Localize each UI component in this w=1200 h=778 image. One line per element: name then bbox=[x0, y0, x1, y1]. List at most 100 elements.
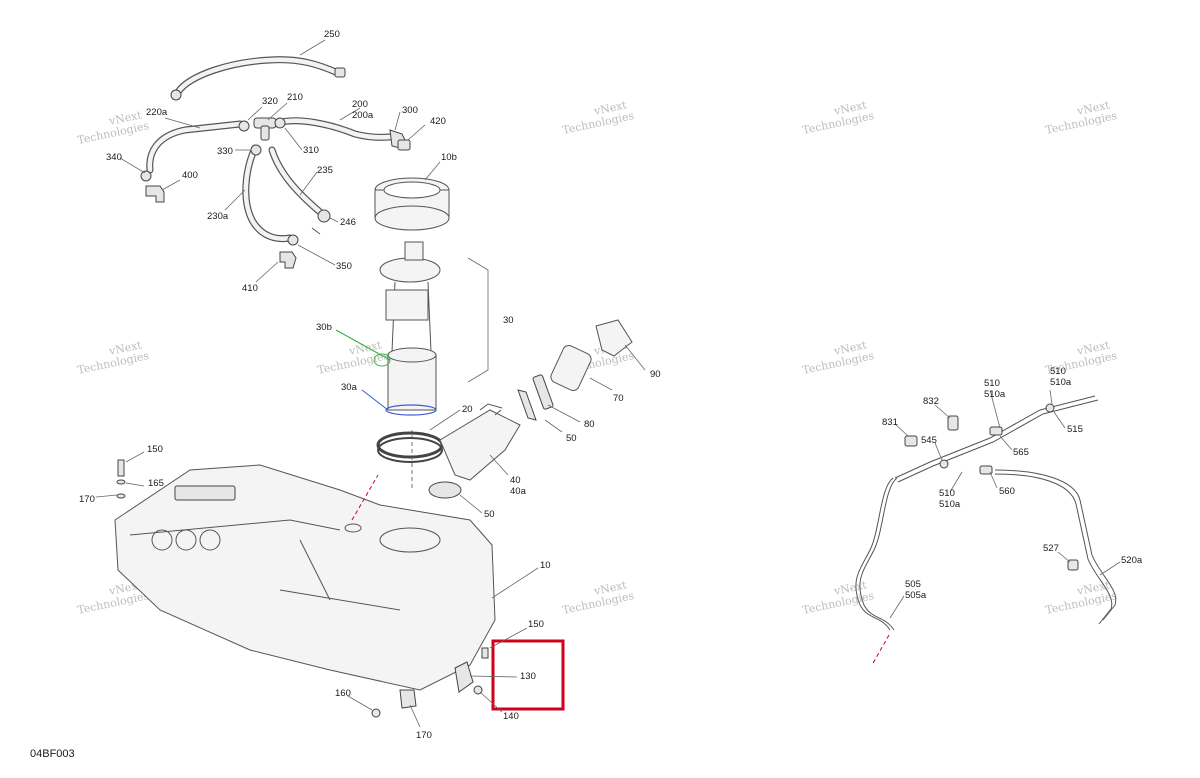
valve-420[interactable] bbox=[397, 139, 411, 151]
valve-565[interactable] bbox=[989, 426, 1003, 436]
leader-lines bbox=[95, 39, 1121, 728]
callout-832: 832 bbox=[923, 396, 939, 407]
filler-cap-70[interactable] bbox=[549, 344, 593, 393]
nut-160[interactable] bbox=[371, 708, 381, 718]
callout-545: 545 bbox=[921, 435, 937, 446]
elbow-fitting-410[interactable] bbox=[279, 251, 297, 269]
clamp-340[interactable] bbox=[140, 170, 152, 182]
hose-220a[interactable] bbox=[146, 120, 244, 174]
callout-340: 340 bbox=[106, 152, 122, 163]
callout-70: 70 bbox=[613, 393, 624, 404]
elbow-fitting-400[interactable] bbox=[145, 185, 165, 203]
callout-230a: 230a bbox=[207, 211, 229, 222]
callout-565: 565 bbox=[1013, 447, 1029, 458]
gasket-20[interactable] bbox=[376, 431, 444, 463]
callout-30: 30 bbox=[503, 315, 514, 326]
evap-line-510[interactable] bbox=[894, 395, 1099, 483]
connector-527[interactable] bbox=[1067, 559, 1079, 571]
callout-350: 350 bbox=[336, 261, 352, 272]
callout-831: 831 bbox=[882, 417, 898, 428]
cap-90[interactable] bbox=[595, 319, 633, 357]
clamp-330[interactable] bbox=[250, 144, 262, 156]
callout-400: 400 bbox=[182, 170, 198, 181]
callout-50-lower: 50 bbox=[484, 509, 495, 520]
dashed-leader-red-right bbox=[871, 634, 890, 666]
washer-165[interactable] bbox=[116, 479, 126, 485]
seal-30a[interactable] bbox=[361, 389, 437, 416]
callout-510-bottom: 510 bbox=[939, 488, 955, 499]
hose-235[interactable] bbox=[268, 146, 324, 216]
evap-line-520a[interactable] bbox=[994, 469, 1117, 625]
callout-527: 527 bbox=[1043, 543, 1059, 554]
callout-330: 330 bbox=[217, 146, 233, 157]
callout-505a: 505a bbox=[905, 590, 927, 601]
tee-fitting-210[interactable] bbox=[253, 117, 277, 141]
callout-150-left: 150 bbox=[147, 444, 163, 455]
callout-510-top: 510 bbox=[984, 378, 1000, 389]
hose-230a[interactable] bbox=[242, 144, 294, 243]
clamp-246[interactable] bbox=[311, 209, 331, 235]
callout-246: 246 bbox=[340, 217, 356, 228]
callout-310: 310 bbox=[303, 145, 319, 156]
callout-510a-top: 510a bbox=[984, 389, 1006, 400]
callout-300: 300 bbox=[402, 105, 418, 116]
callout-30a: 30a bbox=[341, 382, 358, 393]
callout-235: 235 bbox=[317, 165, 333, 176]
washer-170a[interactable] bbox=[116, 493, 126, 499]
callout-220a: 220a bbox=[146, 107, 168, 118]
valve-560[interactable] bbox=[979, 465, 993, 475]
callout-10b: 10b bbox=[441, 152, 457, 163]
callout-560: 560 bbox=[999, 486, 1015, 497]
fuel-tank-10[interactable] bbox=[114, 464, 496, 691]
clamp-310[interactable] bbox=[274, 117, 286, 129]
vent-hose-250[interactable] bbox=[170, 56, 346, 101]
callout-510a-right: 510a bbox=[1050, 377, 1072, 388]
filler-neck-40[interactable] bbox=[439, 403, 521, 481]
lock-ring-10b[interactable] bbox=[374, 177, 450, 231]
callout-140: 140 bbox=[503, 711, 519, 722]
callout-250: 250 bbox=[324, 29, 340, 40]
clamp-350[interactable] bbox=[287, 234, 299, 246]
callout-90: 90 bbox=[650, 369, 661, 380]
callout-520a: 520a bbox=[1121, 555, 1143, 566]
callout-410: 410 bbox=[242, 283, 258, 294]
callout-30b: 30b bbox=[316, 322, 332, 333]
callout-130: 130 bbox=[520, 671, 536, 682]
fitting-545[interactable] bbox=[939, 459, 949, 469]
callout-160: 160 bbox=[335, 688, 351, 699]
callout-515: 515 bbox=[1067, 424, 1083, 435]
callout-170-bottom: 170 bbox=[416, 730, 432, 741]
callout-510a-bottom: 510a bbox=[939, 499, 961, 510]
callout-420: 420 bbox=[430, 116, 446, 127]
dashed-leader-red bbox=[351, 474, 379, 521]
callout-40: 40 bbox=[510, 475, 521, 486]
highlight-box bbox=[491, 639, 565, 711]
bolt-150b[interactable] bbox=[481, 647, 489, 659]
callout-170-left: 170 bbox=[79, 494, 95, 505]
callout-505: 505 bbox=[905, 579, 921, 590]
callout-165: 165 bbox=[148, 478, 164, 489]
callout-40a: 40a bbox=[510, 486, 527, 497]
callout-labels: 250 220a 320 210 200 200a 300 420 340 33… bbox=[79, 29, 1143, 741]
fuel-pump-module-30[interactable] bbox=[379, 241, 441, 411]
evap-line-505[interactable] bbox=[855, 477, 898, 631]
hose-200[interactable] bbox=[278, 117, 402, 141]
callout-210: 210 bbox=[287, 92, 303, 103]
connector-832[interactable] bbox=[947, 415, 959, 431]
clamp-50b[interactable] bbox=[428, 481, 462, 499]
bracket-170b[interactable] bbox=[399, 689, 417, 709]
callout-510-right: 510 bbox=[1050, 366, 1066, 377]
clamp-50a[interactable] bbox=[517, 389, 537, 421]
fitting-515[interactable] bbox=[1045, 403, 1055, 413]
connector-831[interactable] bbox=[904, 435, 918, 447]
filter-30b[interactable] bbox=[335, 329, 391, 367]
seal-80[interactable] bbox=[532, 374, 554, 410]
callout-80: 80 bbox=[584, 419, 595, 430]
clamp-320[interactable] bbox=[238, 120, 250, 132]
bolt-150a[interactable] bbox=[117, 459, 125, 477]
bracket-130[interactable] bbox=[454, 661, 474, 693]
callout-150-right: 150 bbox=[528, 619, 544, 630]
callout-20: 20 bbox=[462, 404, 473, 415]
bracket-30 bbox=[467, 257, 489, 383]
